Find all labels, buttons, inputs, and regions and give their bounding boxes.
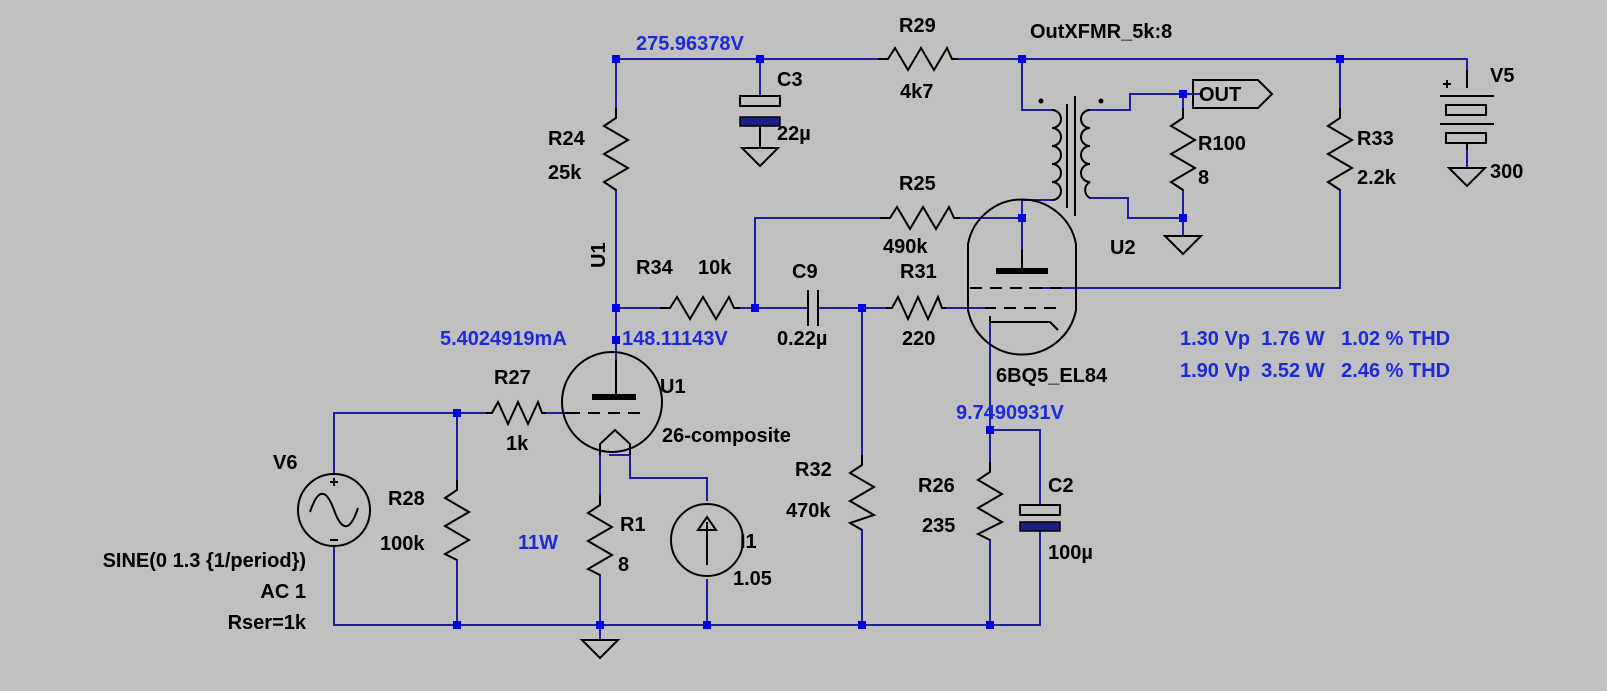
value-r33: 2.2k [1357,167,1397,189]
resistor-r24[interactable] [602,108,630,191]
value-c2: 100µ [1048,542,1093,564]
resistor-r27[interactable] [486,399,546,427]
value-c9: 0.22µ [777,328,827,350]
triode-u1[interactable] [561,351,663,455]
value-r31: 220 [902,328,935,350]
measurement-labels: 275.96378V 5.4024919mA 148.11143V 9.7490… [440,33,1450,554]
junctions [453,55,1344,629]
value-r100: 8 [1198,167,1209,189]
label-c2: C2 [1048,475,1074,497]
value-r1: 8 [618,554,629,576]
model-u2: 6BQ5_EL84 [996,365,1108,387]
value-r34: 10k [698,257,732,279]
label-r28: R28 [388,488,425,510]
current-source-i1[interactable] [670,503,744,577]
output-transformer[interactable] [1038,96,1104,216]
ground-symbol [1162,235,1204,256]
label-r24: R24 [548,128,586,150]
label-r1: R1 [620,514,646,536]
v6-spec-line3: Rser=1k [228,612,307,634]
battery-v5[interactable] [1440,70,1494,150]
value-r25: 490k [883,236,928,258]
label-r31: R31 [900,261,937,283]
resistor-r1[interactable] [585,495,614,576]
out-port-flag[interactable] [1192,79,1274,109]
label-r26: R26 [918,475,955,497]
measure-plate-voltage: 148.11143V [622,328,728,350]
value-i1: 1.05 [733,568,772,590]
label-c3: C3 [777,69,803,91]
result-line-2: 1.90 Vp 3.52 W 2.46 % THD [1180,360,1450,382]
pentode-u2[interactable] [967,198,1077,356]
measure-power: 11W [518,532,558,554]
label-v6: V6 [273,452,297,474]
ground-symbol [579,639,621,660]
capacitor-c2[interactable] [1019,504,1061,532]
resistor-r25[interactable] [880,204,960,231]
value-r28: 100k [380,533,425,555]
value-v5: 300 [1490,161,1523,183]
label-c9: C9 [792,261,818,283]
resistor-r33[interactable] [1326,108,1354,191]
label-v5: V5 [1490,65,1514,87]
measure-b-plus: 275.96378V [636,33,745,55]
label-r27: R27 [494,367,531,389]
value-r32: 470k [786,500,831,522]
ground-symbol [739,147,781,168]
label-i1: I1 [740,531,757,553]
label-xfmr: OutXFMR_5k:8 [1030,21,1172,43]
label-r100: R100 [1198,133,1246,155]
value-r27: 1k [506,433,529,455]
label-r33: R33 [1357,128,1394,150]
capacitor-c3[interactable] [739,95,781,148]
net-label-u1: U1 [588,242,610,268]
label-u1: U1 [660,376,686,398]
sine-source-v6[interactable] [297,473,371,547]
v6-spec-line2: AC 1 [260,581,306,603]
resistor-r31[interactable] [886,294,946,322]
label-r34: R34 [636,257,674,279]
label-r32: R32 [795,459,832,481]
v6-spec-line1: SINE(0 1.3 {1/period}) [103,550,306,572]
value-r29: 4k7 [900,81,933,103]
value-c3: 22µ [777,123,811,145]
wires [333,58,1468,641]
out-port-label: OUT [1199,84,1241,106]
model-u1: 26-composite [662,425,791,447]
value-r24: 25k [548,162,582,184]
measure-cathode-voltage: 9.7490931V [956,402,1065,424]
label-u2: U2 [1110,237,1136,259]
resistor-r100[interactable] [1169,108,1197,191]
ground-symbol [1446,167,1488,188]
resistor-r34[interactable] [660,294,740,321]
resistor-r28[interactable] [442,480,471,561]
resistor-r26[interactable] [975,462,1005,541]
label-r29: R29 [899,15,936,37]
measure-current: 5.4024919mA [440,328,567,350]
component-labels: R29 4k7 OutXFMR_5k:8 C3 22µ R24 25k R25 … [103,15,1524,634]
resistor-r32[interactable] [847,455,877,531]
result-line-1: 1.30 Vp 1.76 W 1.02 % THD [1180,328,1450,350]
label-r25: R25 [899,173,936,195]
value-r26: 235 [922,515,955,537]
resistor-r29[interactable] [878,45,958,72]
capacitor-c9[interactable] [807,290,819,326]
